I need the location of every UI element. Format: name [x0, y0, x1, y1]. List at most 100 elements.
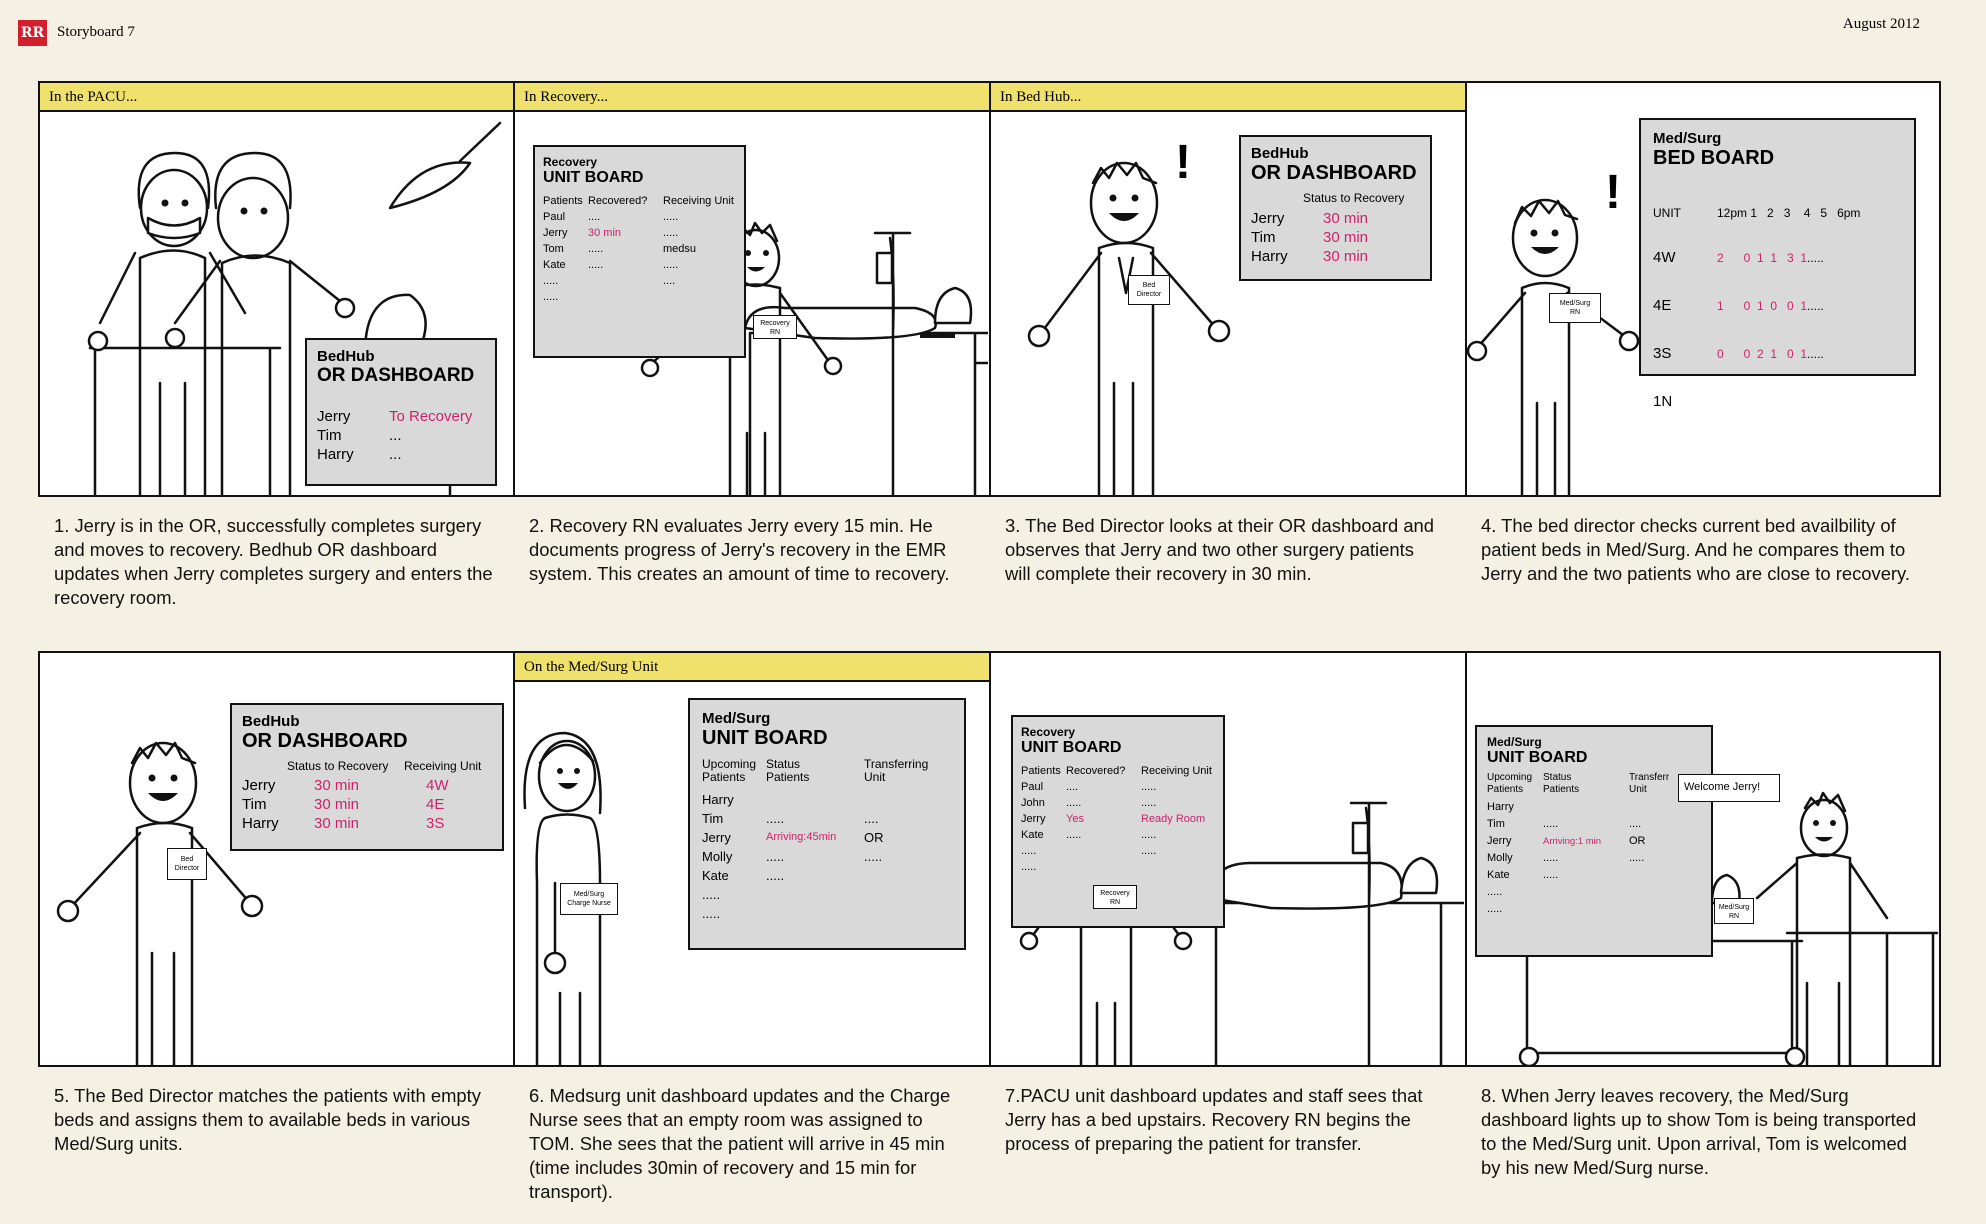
panel-7-caption: 7.PACU unit dashboard updates and staff …	[1005, 1085, 1423, 1154]
column-header: Recovered?	[588, 195, 648, 207]
recovered-cell: .....	[1066, 797, 1082, 809]
badge-line: Director	[174, 865, 200, 872]
recovered-cell: ....	[588, 211, 601, 223]
column-header: Transferr	[1629, 772, 1670, 783]
badge-line: RN	[1728, 913, 1740, 920]
unit-cell	[663, 289, 736, 305]
storyboard-row-1: In the PACU... BedHub OR DASHBOARD Jerry…	[38, 81, 1941, 497]
panel-5-header	[40, 653, 513, 682]
unit-cell: ....	[1629, 818, 1642, 830]
panel-3-header: In Bed Hub...	[991, 83, 1465, 112]
badge-line: Med/Surg	[1559, 300, 1591, 307]
screen-title: BED BOARD	[1653, 147, 1775, 169]
status-cell: .....	[766, 811, 785, 826]
column-header: Recovered?	[1066, 765, 1126, 777]
unit-cell: .....	[663, 227, 679, 239]
patient-name: Jerry	[543, 227, 568, 239]
status-cell	[1543, 799, 1629, 816]
recovered-cell	[588, 273, 663, 289]
panel-4-caption: 4. The bed director checks current bed a…	[1481, 515, 1910, 584]
panel-3-caption: 3. The Bed Director looks at their OR da…	[1005, 515, 1435, 584]
patient-status: 30 min	[314, 815, 360, 832]
patient-name: Tim	[702, 811, 724, 826]
recovered-cell: 30 min	[588, 227, 622, 239]
unit-cell: .....	[1629, 852, 1645, 864]
screen-brand: Med/Surg	[1653, 130, 1722, 147]
patient-name: Paul	[543, 211, 566, 223]
badge-line: Bed	[1142, 282, 1156, 289]
column-header: UNIT	[1653, 206, 1681, 220]
patient-name: Harry	[1251, 248, 1288, 265]
rr-logo: RR	[18, 20, 47, 46]
recovered-cell: Yes	[1066, 813, 1084, 825]
patient-status: 30 min	[314, 777, 360, 794]
patient-name: Tim	[1251, 229, 1276, 246]
panel-2: In Recovery... Recovery UNIT BOARD Patie…	[515, 83, 991, 495]
patient-name: Tim	[1487, 818, 1505, 830]
column-header: Upcoming	[1487, 772, 1533, 783]
patient-name: Tom	[543, 243, 564, 255]
document-date: August 2012	[1842, 16, 1920, 32]
badge-line: RN	[1569, 309, 1581, 316]
screen-subheader: Status to Recovery Receiving Unit	[287, 759, 492, 773]
exclamation-mark: !	[1605, 166, 1621, 219]
panel-1-caption: 1. Jerry is in the OR, successfully comp…	[54, 515, 493, 608]
patient-name: .....	[1487, 903, 1503, 915]
unit-cell	[1141, 859, 1215, 875]
unit-cell: .....	[1141, 797, 1157, 809]
screen-brand: Med/Surg	[1487, 735, 1542, 749]
status-cell: .....	[766, 849, 785, 864]
panel-2-caption: 2. Recovery RN evaluates Jerry every 15 …	[529, 515, 950, 584]
patient-status: 30 min	[1323, 248, 1369, 265]
badge-line: Recovery	[760, 320, 790, 327]
panel-3-scene	[1027, 161, 1231, 495]
unit-code: 1N	[1653, 393, 1673, 410]
bed-counts-tail: .....	[1807, 251, 1824, 265]
recovered-cell: .....	[1066, 829, 1082, 841]
column-header: Upcoming	[702, 757, 757, 771]
unit-cell: medsu	[663, 243, 697, 255]
patient-name: .....	[702, 906, 721, 921]
column-header: Status to Recovery	[287, 759, 389, 773]
unit-cell: Ready Room	[1141, 813, 1206, 825]
patient-name: Jerry	[1487, 835, 1512, 847]
speech-bubble: Welcome Jerry!	[1678, 774, 1780, 802]
patient-name: .....	[702, 887, 721, 902]
column-header: Status	[1543, 772, 1572, 783]
screen-title: UNIT BOARD	[702, 727, 828, 749]
badge-line: Med/Surg	[1718, 904, 1750, 911]
panel-1-header: In the PACU...	[40, 83, 513, 112]
screen-brand: Recovery	[1021, 725, 1076, 739]
unit-code: 4W	[1653, 249, 1676, 266]
patient-name: Kate	[1487, 869, 1510, 881]
recovered-cell	[1066, 859, 1141, 875]
recovered-cell: ....	[1066, 781, 1079, 793]
panel-8-caption: 8. When Jerry leaves recovery, the Med/S…	[1481, 1085, 1917, 1178]
receiving-unit: 4W	[426, 777, 449, 794]
unit-code: 4E	[1653, 297, 1672, 314]
unit-cell	[864, 866, 952, 885]
column-header: Patients	[1543, 784, 1580, 795]
column-header: Patients	[766, 770, 810, 784]
patient-name: .....	[543, 291, 559, 303]
column-header: Unit	[864, 770, 886, 784]
status-cell: Arriving:1 min	[1543, 836, 1602, 847]
panel-7-header	[991, 653, 1465, 682]
patient-name: Molly	[702, 849, 733, 864]
bed-counts: 2 0 1 1 3 1	[1717, 251, 1808, 265]
patient-name: Harry	[1487, 801, 1514, 813]
badge-line: Bed	[180, 856, 194, 863]
column-header: Receiving Unit	[663, 195, 734, 207]
screen-brand: BedHub	[1251, 145, 1309, 162]
column-header: Receiving Unit	[404, 759, 482, 773]
patient-name: Tim	[242, 796, 267, 813]
screen-brand: BedHub	[242, 713, 300, 730]
